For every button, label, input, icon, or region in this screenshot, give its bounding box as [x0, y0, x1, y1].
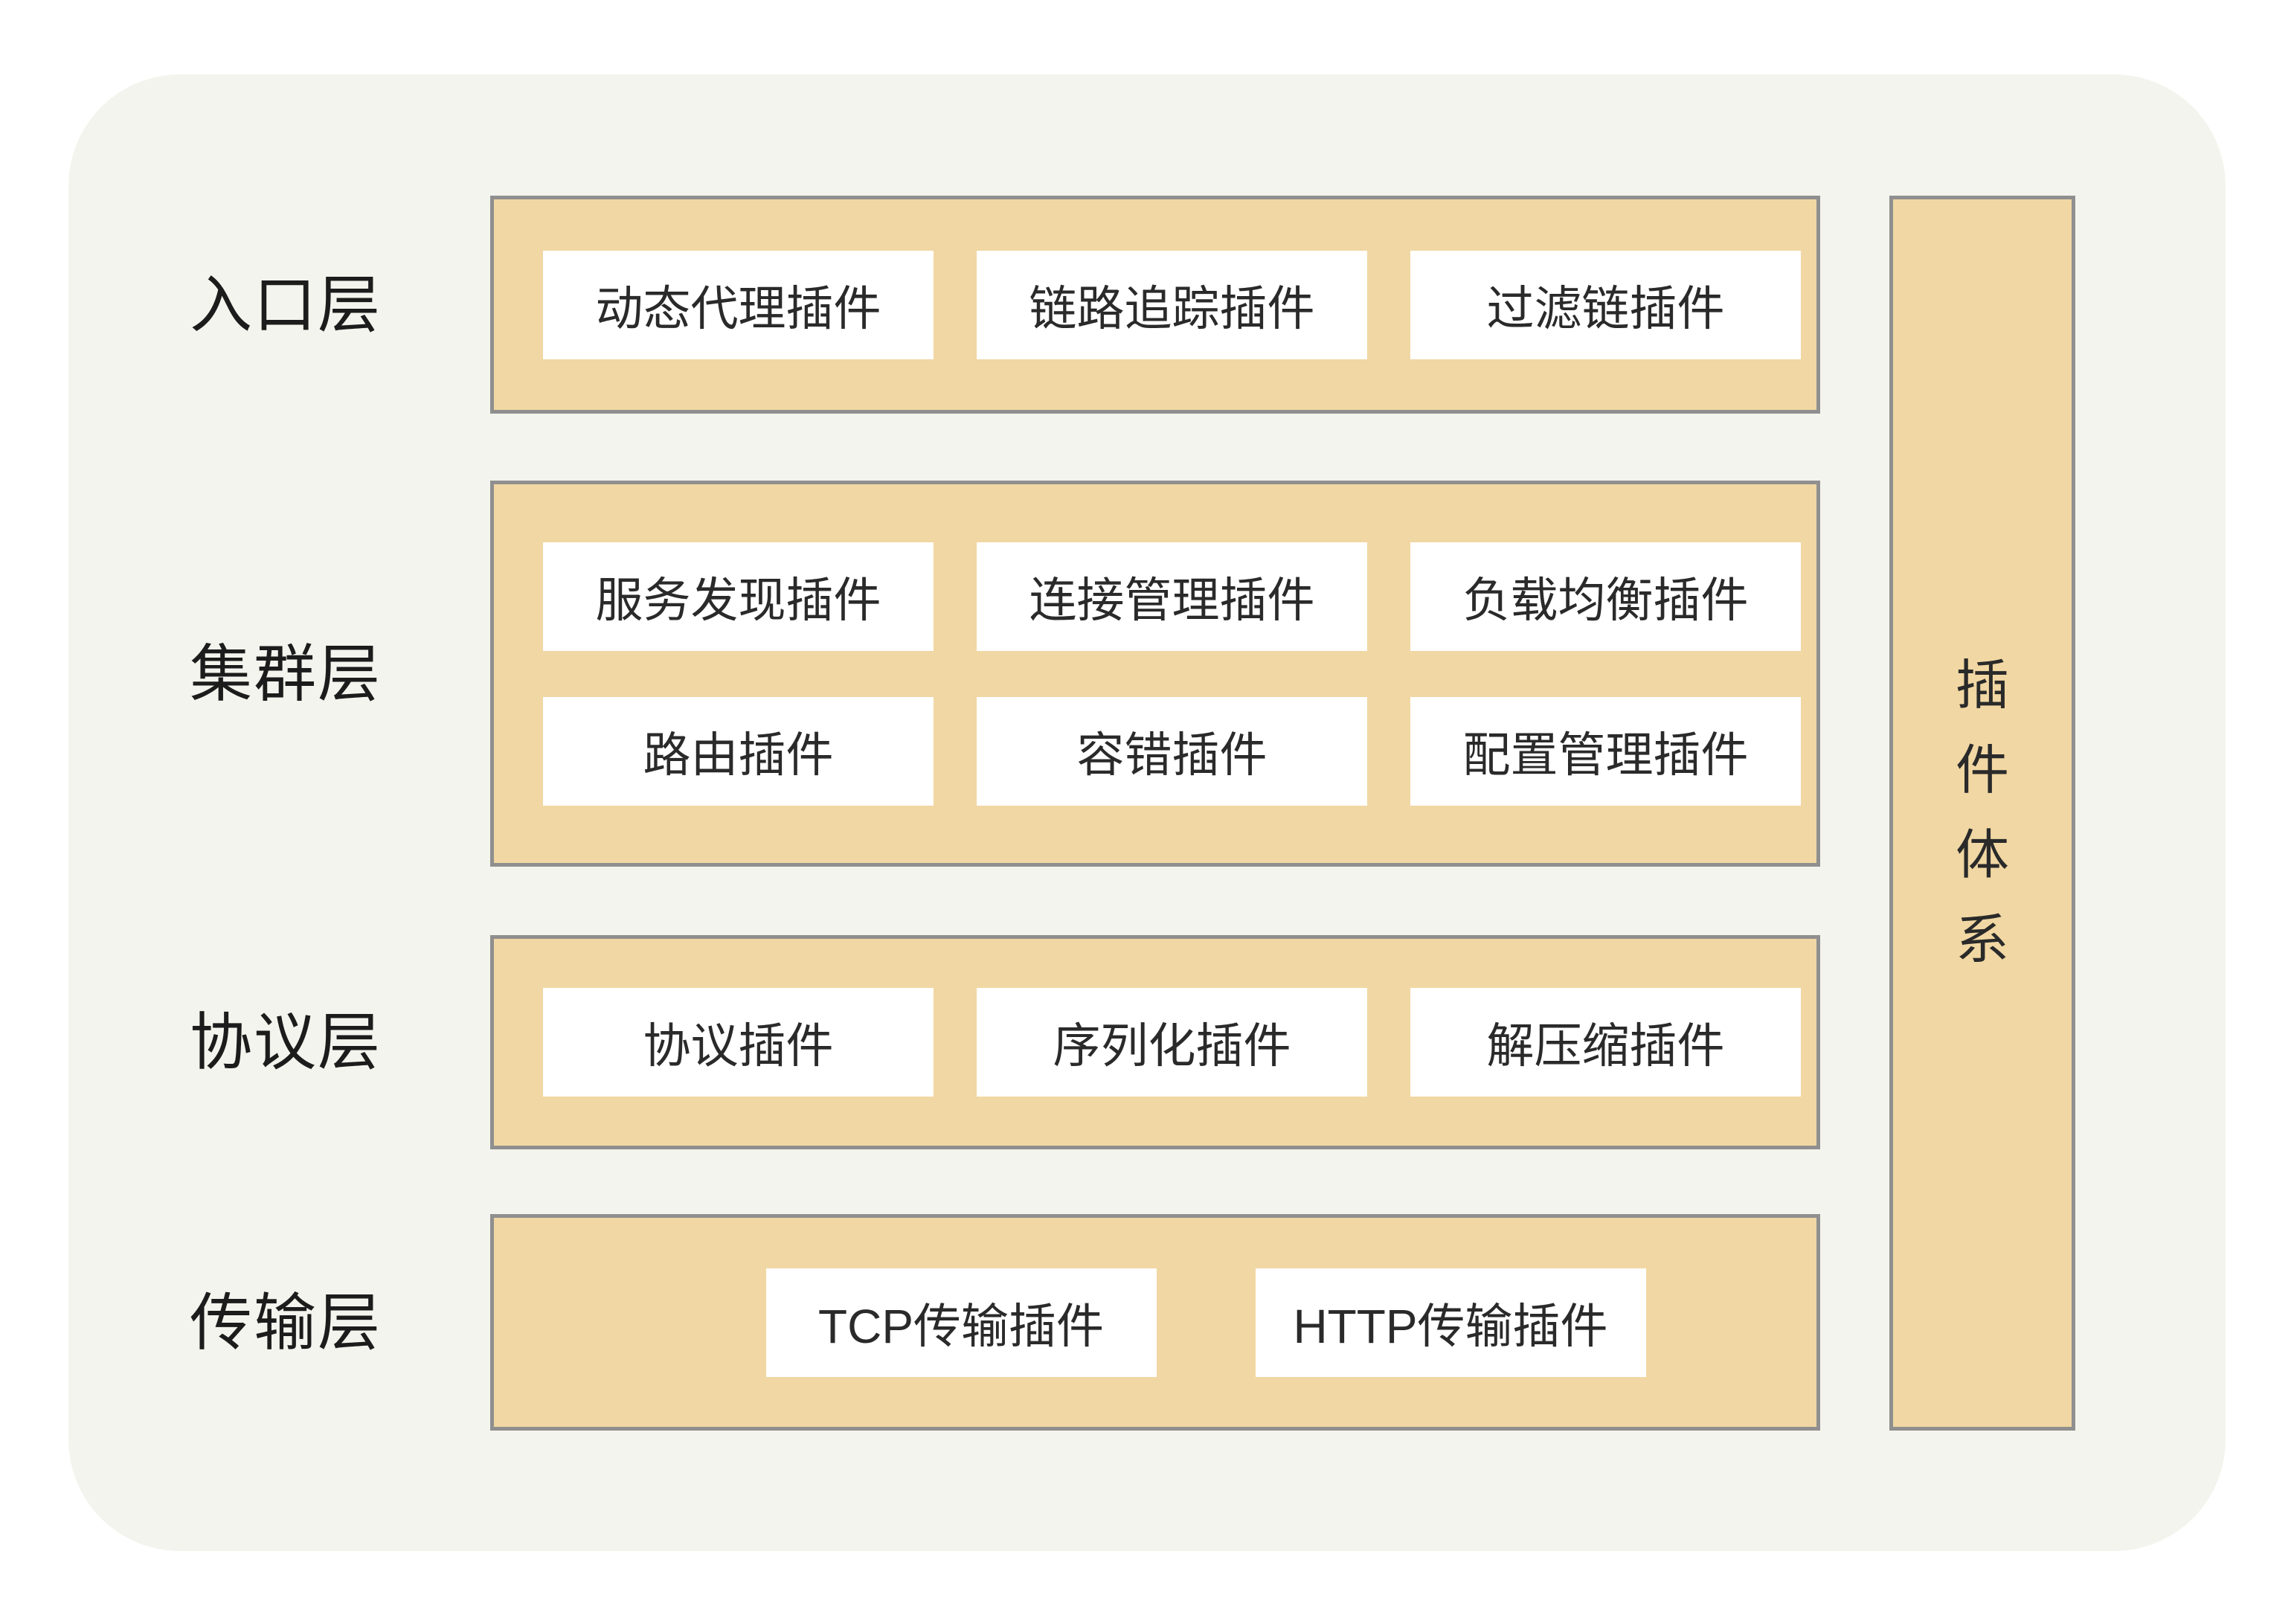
cluster-layer-plugin-row: 路由插件容错插件配置管理插件: [494, 696, 1816, 806]
plugin-box: 解压缩插件: [1410, 988, 1801, 1097]
entry-layer-label: 入口层: [190, 270, 382, 340]
plugin-box: 链路追踪插件: [977, 250, 1367, 359]
plugin-box: TCP传输插件: [765, 1268, 1157, 1377]
plugin-system-bar-char: 插: [1955, 656, 2009, 716]
plugin-box: 容错插件: [977, 696, 1367, 806]
plugin-box: 服务发现插件: [543, 542, 934, 651]
entry-layer-band: 动态代理插件链路追踪插件过滤链插件: [490, 196, 1820, 414]
plugin-box: 配置管理插件: [1410, 696, 1801, 806]
cluster-layer-label: 集群层: [190, 639, 382, 709]
plugin-box: 连接管理插件: [977, 542, 1367, 651]
plugin-box: 协议插件: [543, 988, 934, 1097]
plugin-system-bar-char: 体: [1955, 826, 2009, 885]
plugin-system-bar-char: 系: [1955, 911, 2009, 970]
plugin-box: 动态代理插件: [543, 250, 934, 359]
protocol-layer-label: 协议层: [190, 1007, 382, 1077]
transport-layer-plugin-row: TCP传输插件 HTTP传输插件: [494, 1268, 1816, 1377]
plugin-system-vertical-bar: 插件体系: [1889, 196, 2075, 1431]
plugin-box: 路由插件: [543, 696, 934, 806]
plugin-box: HTTP传输插件: [1255, 1268, 1646, 1377]
plugin-box: 负载均衡插件: [1410, 542, 1801, 651]
plugin-system-bar-char: 件: [1955, 741, 2009, 800]
protocol-layer-band: 协议插件序列化插件解压缩插件: [490, 935, 1820, 1149]
protocol-layer-plugin-row: 协议插件序列化插件解压缩插件: [494, 988, 1816, 1097]
plugin-box: 序列化插件: [977, 988, 1367, 1097]
transport-layer-label: 传输层: [190, 1288, 382, 1358]
transport-layer-band: TCP传输插件 HTTP传输插件: [490, 1214, 1820, 1431]
cluster-layer-plugin-row: 服务发现插件连接管理插件负载均衡插件: [494, 542, 1816, 651]
entry-layer-plugin-row: 动态代理插件链路追踪插件过滤链插件: [494, 250, 1816, 359]
plugin-box: 过滤链插件: [1410, 250, 1801, 359]
cluster-layer-band: 服务发现插件连接管理插件负载均衡插件路由插件容错插件配置管理插件: [490, 481, 1820, 867]
